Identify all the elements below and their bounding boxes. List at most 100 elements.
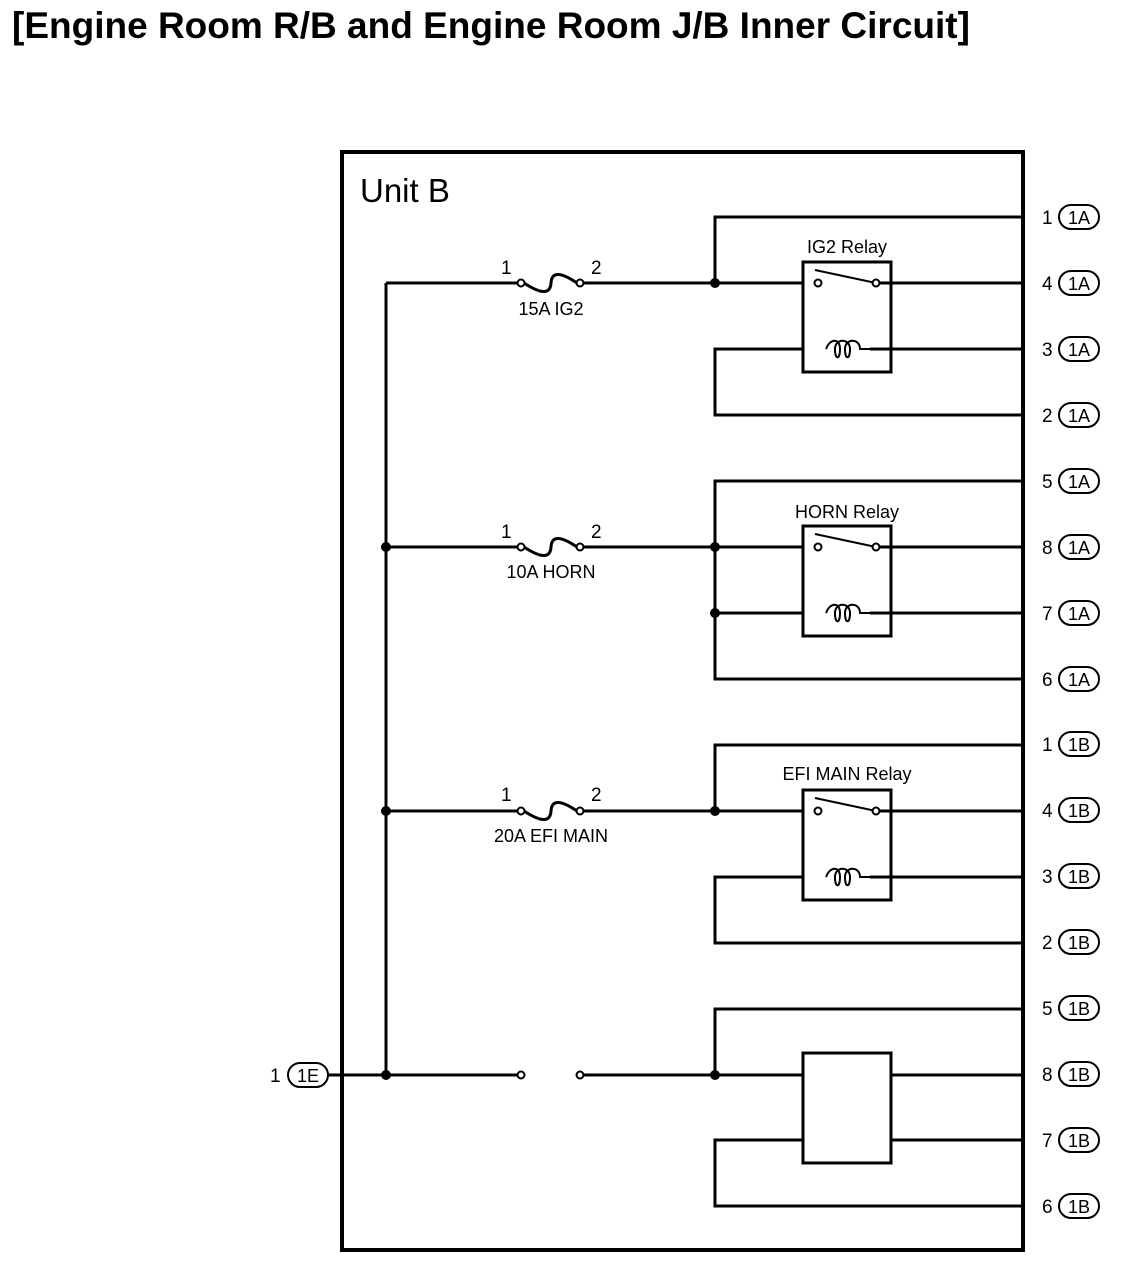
connector-pin-number: 5 (1042, 472, 1053, 493)
connector-pin-number: 8 (1042, 1065, 1053, 1086)
fuse-terminal (575, 806, 585, 816)
connector-badge (1058, 600, 1100, 626)
connector-pin-number: 8 (1042, 538, 1053, 559)
connector-badge (1058, 402, 1100, 428)
fuse-15a-ig2: 1 2 15A IG2 (501, 258, 602, 319)
wire (713, 479, 1023, 681)
relay-coil (825, 339, 870, 359)
connector-id: 1A (1068, 406, 1090, 426)
empty-relay-slot (801, 1051, 1023, 1165)
fuse-rating-label: 10A HORN (506, 562, 595, 582)
connector-pin-number: 3 (1042, 867, 1053, 888)
connector-id: 1A (1068, 472, 1090, 492)
fuse-terminal (516, 806, 526, 816)
relay-contact (813, 278, 823, 288)
relay-ig2: IG2 Relay (801, 237, 1023, 374)
fuse-terminal (516, 542, 526, 552)
empty-fuse-slot (516, 1070, 585, 1080)
page-title: [Engine Room R/B and Engine Room J/B Inn… (12, 5, 970, 46)
fuse-pin-out: 2 (591, 522, 602, 543)
relay-contact (871, 542, 881, 552)
connector-pin-number: 2 (1042, 933, 1053, 954)
relay-contact (871, 806, 881, 816)
relay-switch-blade (814, 797, 877, 812)
connector-badge (1058, 929, 1100, 955)
relay-coil (825, 867, 870, 887)
connector-pin-number: 7 (1042, 1131, 1053, 1152)
fuse-element (523, 801, 578, 821)
relay-label: HORN Relay (795, 502, 899, 522)
fuse-element (523, 537, 578, 557)
connector-id: 1A (1068, 604, 1090, 624)
input-connector-id: 1E (297, 1066, 319, 1086)
unit-label: Unit B (360, 172, 450, 209)
connector-id: 1B (1068, 933, 1090, 953)
connector-badge (1058, 666, 1100, 692)
connector-id: 1B (1068, 1065, 1090, 1085)
connector-badge (1058, 797, 1100, 823)
relay-label: IG2 Relay (807, 237, 887, 257)
fuse-10a-horn: 1 2 10A HORN (501, 522, 602, 582)
connector-pin-number: 2 (1042, 406, 1053, 427)
fuse-terminal (516, 278, 526, 288)
wire (713, 875, 1023, 945)
relay-contact (813, 806, 823, 816)
fuse-pin-out: 2 (591, 785, 602, 806)
connector-badge (1058, 995, 1100, 1021)
relay-box (801, 788, 893, 902)
connector-pin-number: 4 (1042, 801, 1053, 822)
wire (713, 1007, 1023, 1075)
fuse-pin-in: 1 (501, 258, 512, 279)
connector-id: 1A (1068, 340, 1090, 360)
relay-coil (825, 603, 870, 623)
connector-id: 1B (1068, 1131, 1090, 1151)
connector-pin-number: 3 (1042, 340, 1053, 361)
fuse-pin-out: 2 (591, 258, 602, 279)
connector-badge (1058, 270, 1100, 296)
relay-switch-blade (814, 269, 877, 284)
connector-badge (1058, 534, 1100, 560)
fuse-terminal (575, 542, 585, 552)
connector-id: 1A (1068, 274, 1090, 294)
connector-pin-number: 7 (1042, 604, 1053, 625)
connector-id: 1B (1068, 1197, 1090, 1217)
connector-pin-number: 5 (1042, 999, 1053, 1020)
connector-badge (1058, 204, 1100, 230)
connector-id: 1B (1068, 867, 1090, 887)
unit-b-frame (340, 150, 1025, 1252)
connector-pin-number: 1 (1042, 208, 1053, 229)
input-pin-number: 1 (270, 1066, 281, 1087)
connector-badge (1058, 863, 1100, 889)
connector-badge (1058, 1193, 1100, 1219)
fuse-terminal (575, 1070, 585, 1080)
fuse-terminal (516, 1070, 526, 1080)
relay-horn: HORN Relay (795, 502, 1023, 638)
connector-badge (1058, 468, 1100, 494)
relay-efi-main: EFI MAIN Relay (782, 764, 1023, 902)
connector-id: 1B (1068, 735, 1090, 755)
fuse-pin-in: 1 (501, 522, 512, 543)
input-connector: 1 1E (270, 1062, 386, 1088)
connector-badge (1058, 1061, 1100, 1087)
wire (713, 743, 1023, 811)
connector-id: 1A (1068, 670, 1090, 690)
relay-box (801, 1051, 893, 1165)
fuse-terminal (575, 278, 585, 288)
connector-pin-number: 6 (1042, 1197, 1053, 1218)
relay-box (801, 260, 893, 374)
fuse-rating-label: 20A EFI MAIN (494, 826, 608, 846)
connector-id: 1B (1068, 801, 1090, 821)
fuse-rating-label: 15A IG2 (518, 299, 583, 319)
relay-label: EFI MAIN Relay (782, 764, 911, 784)
connector-id: 1A (1068, 208, 1090, 228)
connector-badge (1058, 1127, 1100, 1153)
connector-pin-number: 1 (1042, 735, 1053, 756)
relay-switch-blade (814, 533, 877, 548)
connector-badge (1058, 731, 1100, 757)
fuse-element (523, 273, 578, 293)
relay-box (801, 524, 893, 638)
wire (713, 215, 1023, 283)
connector-pin-number: 6 (1042, 670, 1053, 691)
